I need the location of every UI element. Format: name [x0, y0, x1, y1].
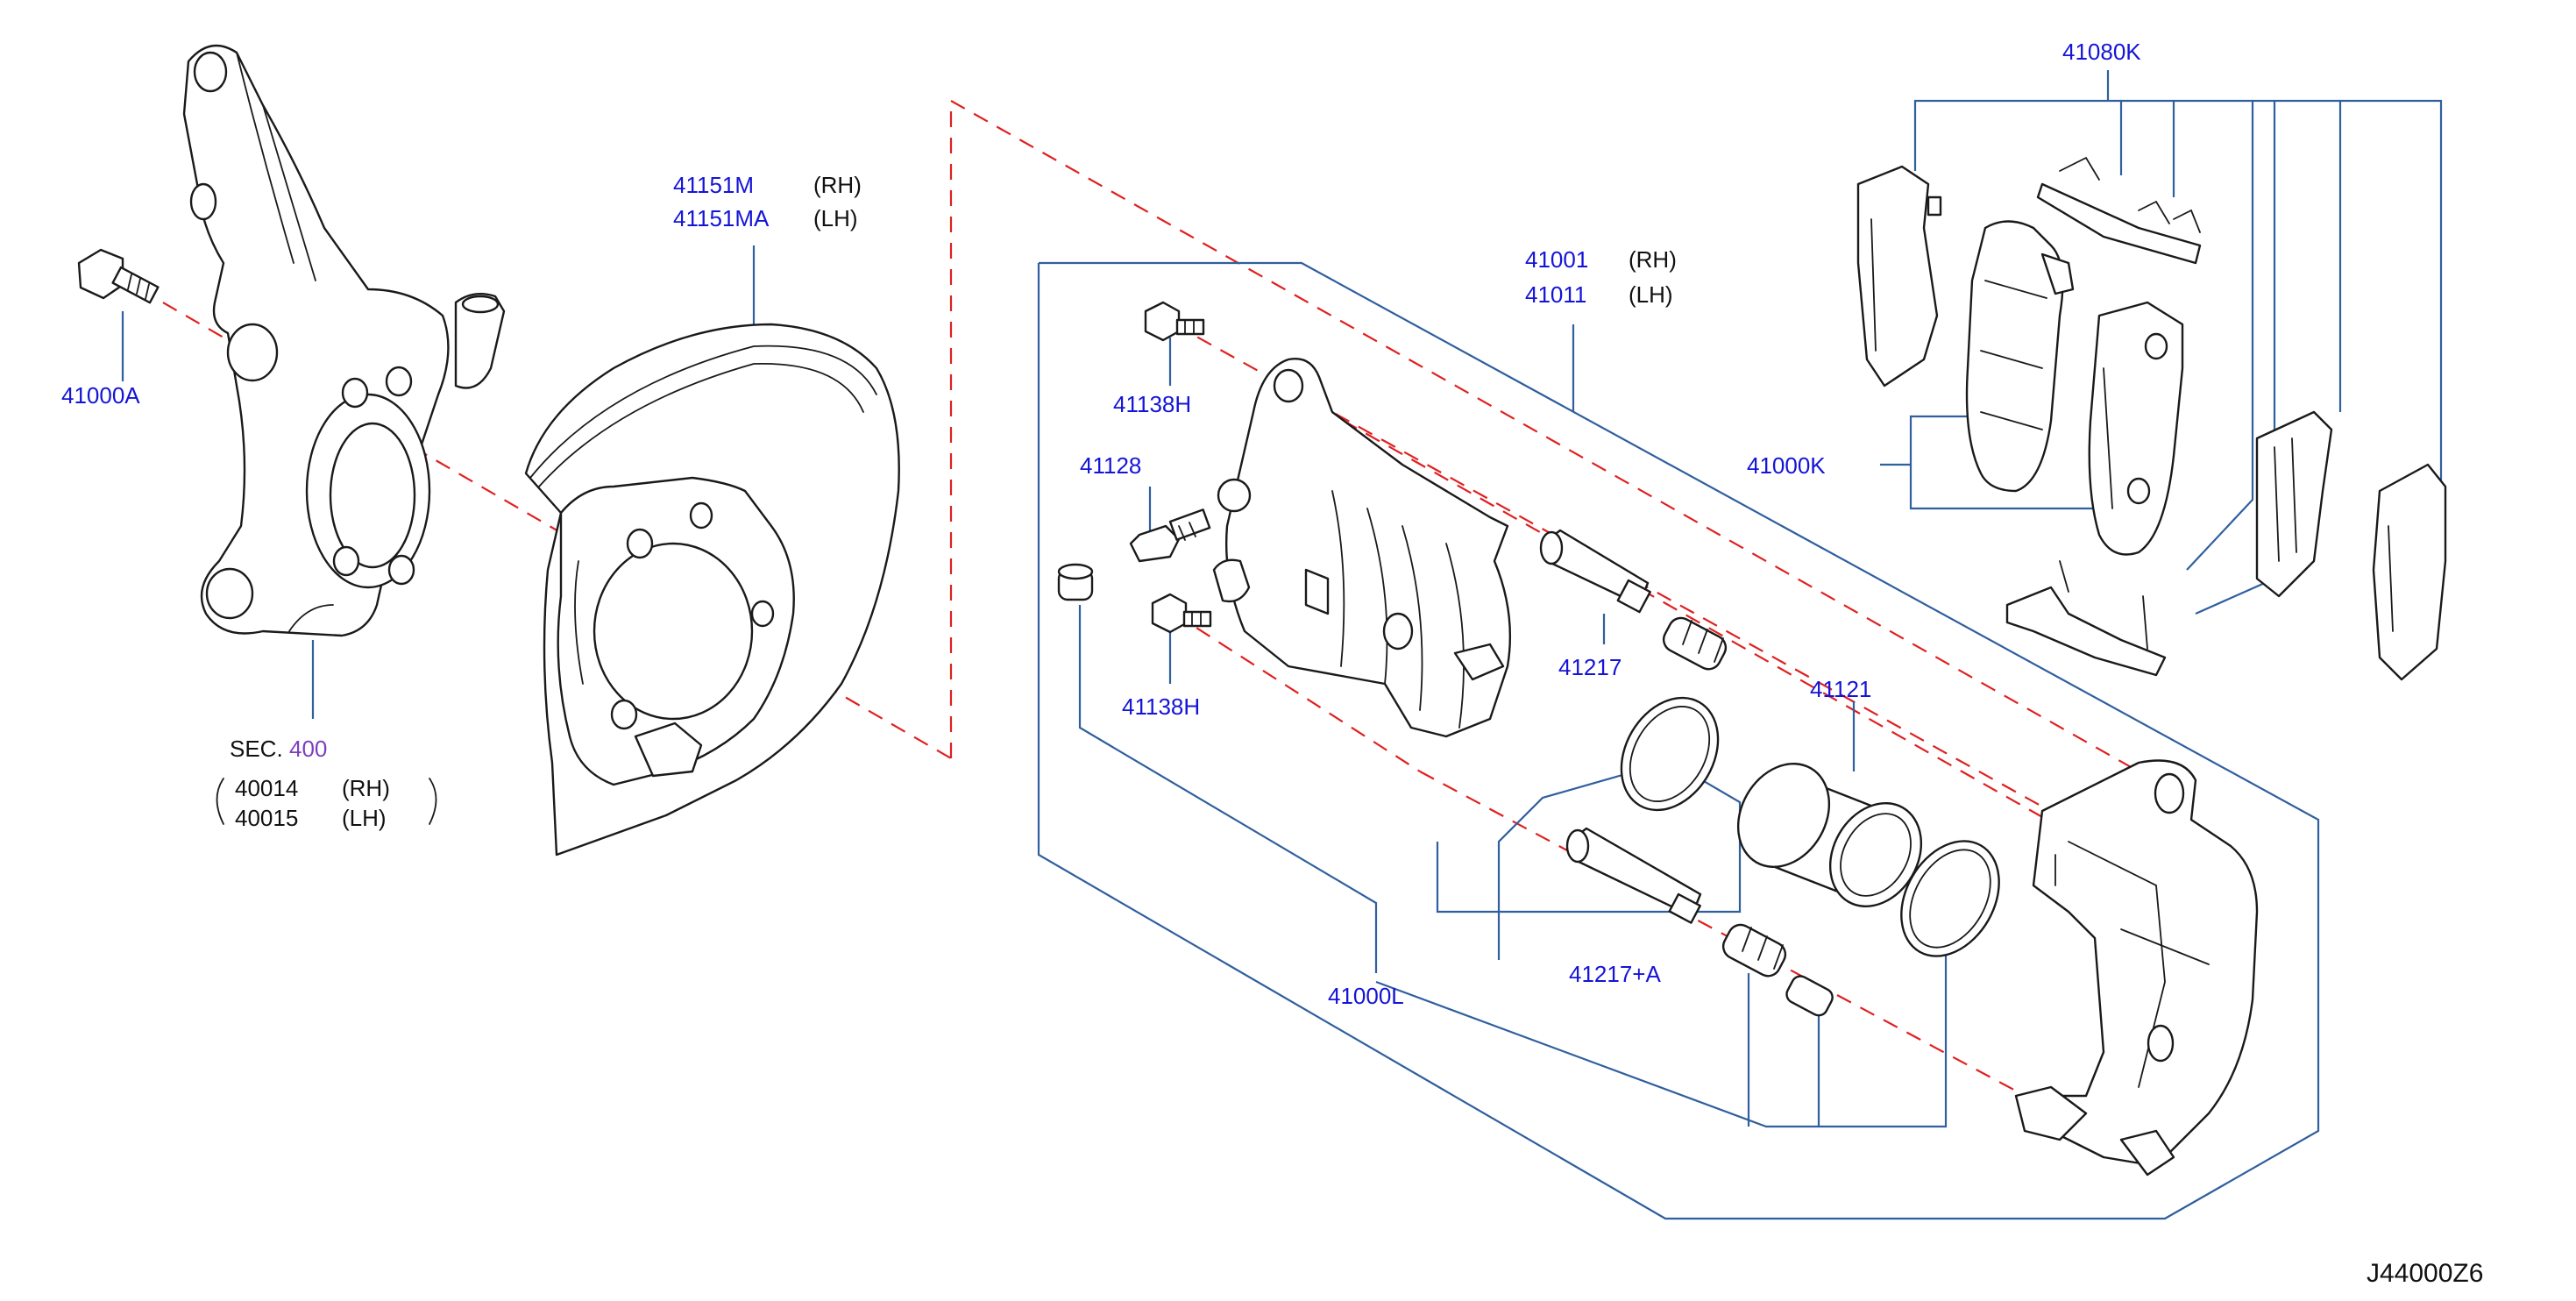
piston-seal: [1620, 696, 1720, 812]
label-lh-41011: (LH): [1629, 281, 1673, 308]
label-41000l: 41000L: [1328, 983, 1404, 1009]
bolt-41138h-bottom: [1151, 593, 1212, 634]
caliper-body: [1212, 358, 1512, 738]
caliper-bracket: [2014, 759, 2259, 1177]
bleeder-screw-41128: [1129, 508, 1211, 563]
label-lh-40015: (LH): [342, 805, 387, 831]
pin-sleeve: [1785, 975, 1834, 1017]
label-sec-400: 400: [289, 736, 327, 762]
label-rh-40014: (RH): [342, 775, 390, 801]
bracket-left: [216, 778, 224, 825]
label-41080k: 41080K: [2062, 39, 2141, 65]
guide-pin-41217: [1539, 529, 1651, 614]
pin-boot-bottom: [1721, 923, 1787, 978]
label-41138h-top: 41138H: [1113, 391, 1191, 417]
labels: 41000A SEC. 400 40014 (RH) 40015 (LH) 41…: [61, 39, 2483, 1288]
brake-pad-inner: [2088, 301, 2184, 556]
diagram-code: J44000Z6: [2367, 1259, 2483, 1288]
steering-knuckle: [182, 44, 506, 637]
pad-shim-inner-a: [2255, 410, 2333, 598]
label-rh-41001: (RH): [1629, 246, 1677, 273]
label-41128: 41128: [1080, 452, 1141, 479]
pad-shim-inner-b: [2372, 463, 2447, 681]
label-41217: 41217: [1558, 654, 1622, 680]
pad-clip-lower: [2005, 560, 2167, 677]
assembly-dashed-lines: [139, 99, 2157, 1167]
label-41151m: 41151M: [673, 172, 754, 198]
label-41121: 41121: [1810, 676, 1871, 702]
bracket-right: [429, 778, 437, 825]
label-sec: SEC.: [230, 736, 283, 762]
bolt-41000a: [77, 248, 160, 304]
guide-pin-41217a: [1565, 827, 1702, 924]
label-lh-41151ma: (LH): [813, 205, 858, 231]
label-41217a: 41217+A: [1569, 961, 1661, 987]
brake-pad-outer: [1965, 220, 2075, 493]
bolt-41138h-top: [1144, 301, 1205, 342]
pad-shim-outer: [1856, 165, 1942, 387]
label-rh-41151m: (RH): [813, 172, 862, 198]
piston: [1736, 762, 1923, 908]
label-41001: 41001: [1525, 246, 1588, 273]
pin-boot-top: [1662, 616, 1728, 671]
label-40014: 40014: [235, 775, 298, 801]
label-41151ma: 41151MA: [673, 205, 770, 231]
dust-shield: [524, 323, 900, 857]
label-41138h-bottom: 41138H: [1122, 693, 1200, 720]
bleeder-cap: [1057, 563, 1094, 601]
label-41000a: 41000A: [61, 382, 140, 409]
anti-rattle-spring: [2036, 156, 2202, 265]
label-41011: 41011: [1525, 281, 1586, 308]
label-40015: 40015: [235, 805, 298, 831]
piston-boot: [1900, 840, 2000, 957]
label-41000k: 41000K: [1747, 452, 1826, 479]
